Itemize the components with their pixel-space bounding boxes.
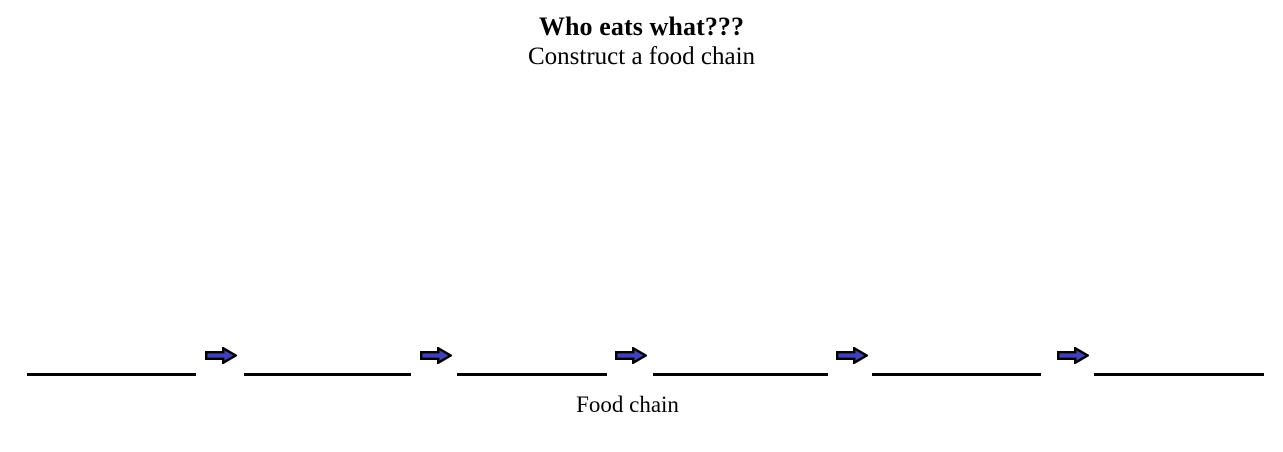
food-chain-blank-4[interactable] — [653, 373, 828, 376]
right-arrow-icon-4 — [836, 347, 868, 364]
right-arrow-icon-3 — [615, 347, 647, 364]
right-arrow-icon-1 — [205, 347, 237, 364]
heading-block: Who eats what??? Construct a food chain — [0, 12, 1283, 72]
food-chain-blank-2[interactable] — [244, 373, 411, 376]
page-subtitle: Construct a food chain — [527, 43, 756, 70]
food-chain-blank-1[interactable] — [27, 373, 196, 376]
food-chain-blank-5[interactable] — [872, 373, 1041, 376]
right-arrow-icon-2 — [420, 347, 452, 364]
food-chain-caption: Food chain — [576, 392, 679, 417]
right-arrow-icon-5 — [1057, 347, 1089, 364]
page-title: Who eats what??? — [538, 12, 745, 41]
food-chain-blank-3[interactable] — [457, 373, 607, 376]
food-chain-blank-6[interactable] — [1094, 373, 1264, 376]
